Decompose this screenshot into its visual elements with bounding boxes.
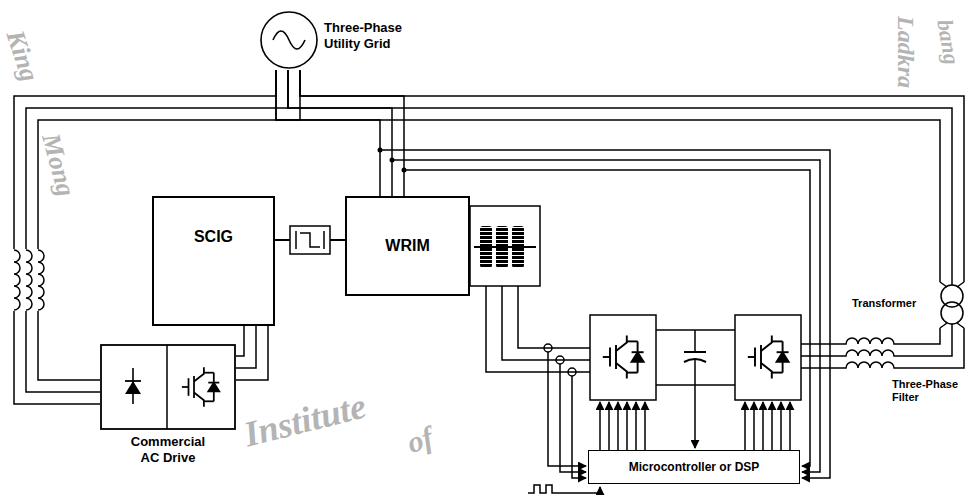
- capacitor-plate: [684, 351, 706, 353]
- wire-line: [288, 70, 392, 196]
- igbt-symbol: [748, 335, 789, 378]
- controller-box: Microcontroller or DSP: [588, 450, 800, 484]
- wire-line: [236, 326, 268, 380]
- wire-line: [26, 70, 288, 392]
- sense-line: [548, 352, 586, 466]
- watermark-text: of: [403, 420, 437, 460]
- watermark-text: Mong: [35, 130, 80, 199]
- wire-line: [951, 328, 953, 336]
- grid-source: Three-Phase Utility Grid: [260, 10, 474, 70]
- wire-line: [963, 328, 965, 336]
- transformer: Transformer: [850, 282, 968, 328]
- three-phase-wire: [236, 326, 268, 380]
- rotor-lead: [518, 286, 590, 348]
- node-label: Commercial AC Drive: [100, 434, 236, 465]
- machine-box: WRIM: [345, 196, 470, 296]
- wire-line: [276, 70, 380, 196]
- sense-line: [572, 376, 586, 478]
- wire-line: [38, 70, 300, 380]
- wire-line: [300, 70, 404, 196]
- gate-signals: [600, 402, 790, 450]
- rotor-side-converter: [590, 315, 656, 400]
- wire-line: [939, 328, 941, 336]
- watermark-text: Ladkra: [892, 16, 919, 88]
- rotor-lead: [502, 286, 590, 360]
- ac-drive: Commercial AC Drive: [100, 344, 236, 484]
- current-sensor: [544, 344, 552, 352]
- igbt-symbol: [603, 335, 644, 378]
- node-label: Transformer: [852, 297, 916, 309]
- watermark-text: King: [0, 27, 44, 86]
- current-sensor: [556, 356, 564, 364]
- capacitor-lead: [694, 359, 696, 385]
- wire-line: [288, 70, 952, 282]
- dc-sense-line: [694, 385, 696, 448]
- node-label: Three-Phase Utility Grid: [324, 20, 428, 51]
- grid-side-converter: [735, 315, 801, 400]
- three-phase-wire: [940, 328, 964, 336]
- wire-line: [236, 326, 256, 368]
- node-label: Microcontroller or DSP: [629, 460, 760, 474]
- wire-line: [236, 326, 244, 356]
- encoder-pulse: [528, 485, 600, 493]
- shaft-coupling: [290, 226, 330, 254]
- watermark-text: Institute: [240, 385, 371, 456]
- wire-line: [300, 70, 964, 282]
- node-label: WRIM: [385, 237, 429, 255]
- filter: Three-Phase Filter: [836, 336, 968, 412]
- sense-line: [560, 364, 586, 472]
- capacitor-lead: [694, 330, 696, 352]
- rotor-housing: [470, 206, 540, 286]
- rotor-windings: [474, 226, 536, 268]
- current-sensor: [568, 368, 576, 376]
- line-inductors: [12, 249, 48, 311]
- rotor-lead: [486, 286, 590, 372]
- machine-box: SCIG: [152, 196, 275, 326]
- node-label: SCIG: [194, 228, 233, 246]
- watermark-text: bang: [931, 17, 964, 66]
- node-label: Three-Phase Filter: [892, 378, 968, 403]
- three-phase-wire: [276, 70, 404, 196]
